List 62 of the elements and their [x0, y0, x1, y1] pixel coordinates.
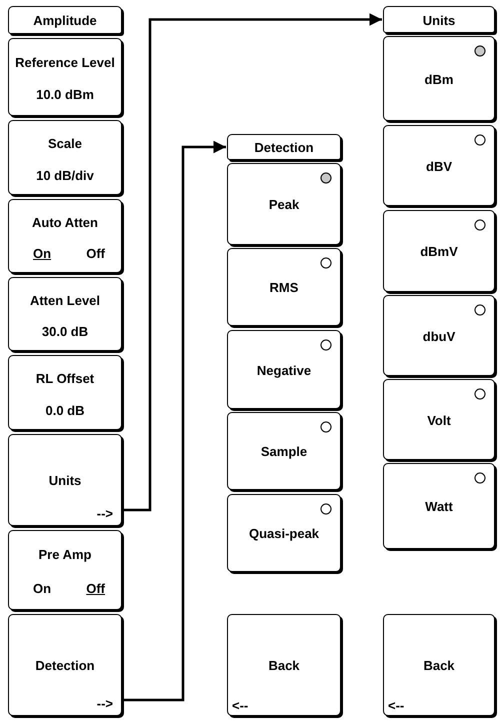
softkey-button: [383, 210, 495, 292]
key-label: Watt: [424, 499, 454, 514]
key-label: Reference Level: [14, 54, 116, 70]
key-label: RMS: [268, 280, 300, 295]
softkey-button: [227, 494, 341, 572]
arrow: [124, 13, 382, 512]
softkey-button: [8, 614, 122, 716]
key-value: 30.0 dB: [40, 324, 90, 339]
option-label: Off: [86, 246, 105, 261]
key-label: Back: [267, 658, 301, 673]
softkey-button: [383, 125, 495, 206]
softkey-button: [383, 36, 495, 121]
key-label: Quasi-peak: [248, 526, 320, 541]
key-label: Auto Atten: [31, 214, 99, 230]
softkey-button: [227, 614, 341, 716]
menu-title-box: [8, 6, 122, 34]
menu-title-box: [383, 6, 495, 33]
key-value: 0.0 dB: [44, 402, 86, 418]
key-label: Volt: [426, 412, 452, 428]
menu-title: Amplitude: [32, 13, 98, 28]
softkey-button: [8, 530, 122, 610]
arrow-symbol: <--: [388, 698, 404, 713]
softkey-button: [8, 434, 122, 526]
softkey-button: [383, 614, 495, 716]
key-label: Atten Level: [28, 292, 102, 308]
key-label: Back: [422, 658, 456, 673]
menu-title-box: [227, 134, 341, 160]
arrow: [124, 140, 226, 702]
softkey-button: [227, 330, 341, 409]
softkey-button: [227, 163, 341, 245]
softkey-button: [8, 38, 122, 116]
softkey-button: [8, 199, 122, 273]
softkey-button: [8, 120, 122, 195]
menu-title: Units: [422, 12, 456, 28]
key-label: dBmV: [419, 244, 459, 259]
softkey-button: [383, 463, 495, 549]
key-label: RL Offset: [34, 371, 96, 386]
key-value: 10 dB/div: [35, 168, 95, 182]
menu-title: Detection: [253, 140, 315, 155]
softkey-button: [227, 412, 341, 490]
option-label: On: [33, 580, 52, 596]
option-label: Off: [86, 580, 105, 596]
option-label: On: [33, 246, 52, 261]
softkey-button: [383, 379, 495, 460]
key-label: Sample: [260, 444, 308, 459]
key-label: dBm: [424, 72, 454, 86]
key-label: dBV: [425, 158, 453, 174]
key-label: Pre Amp: [38, 547, 92, 562]
key-label: Detection: [34, 658, 96, 673]
softkey-button: [8, 277, 122, 351]
softkey-button: [383, 295, 495, 376]
key-value: 10.0 dBm: [35, 87, 95, 102]
arrow-symbol: -->: [96, 696, 113, 711]
key-label: dbuV: [422, 328, 456, 344]
key-label: Units: [48, 473, 82, 488]
arrow-symbol: -->: [96, 506, 113, 521]
softkey-button: [227, 248, 341, 326]
key-label: Scale: [47, 136, 83, 151]
key-label: Peak: [268, 197, 300, 212]
key-label: Negative: [256, 362, 312, 378]
arrow-symbol: <--: [232, 698, 248, 713]
softkey-button: [8, 355, 122, 430]
